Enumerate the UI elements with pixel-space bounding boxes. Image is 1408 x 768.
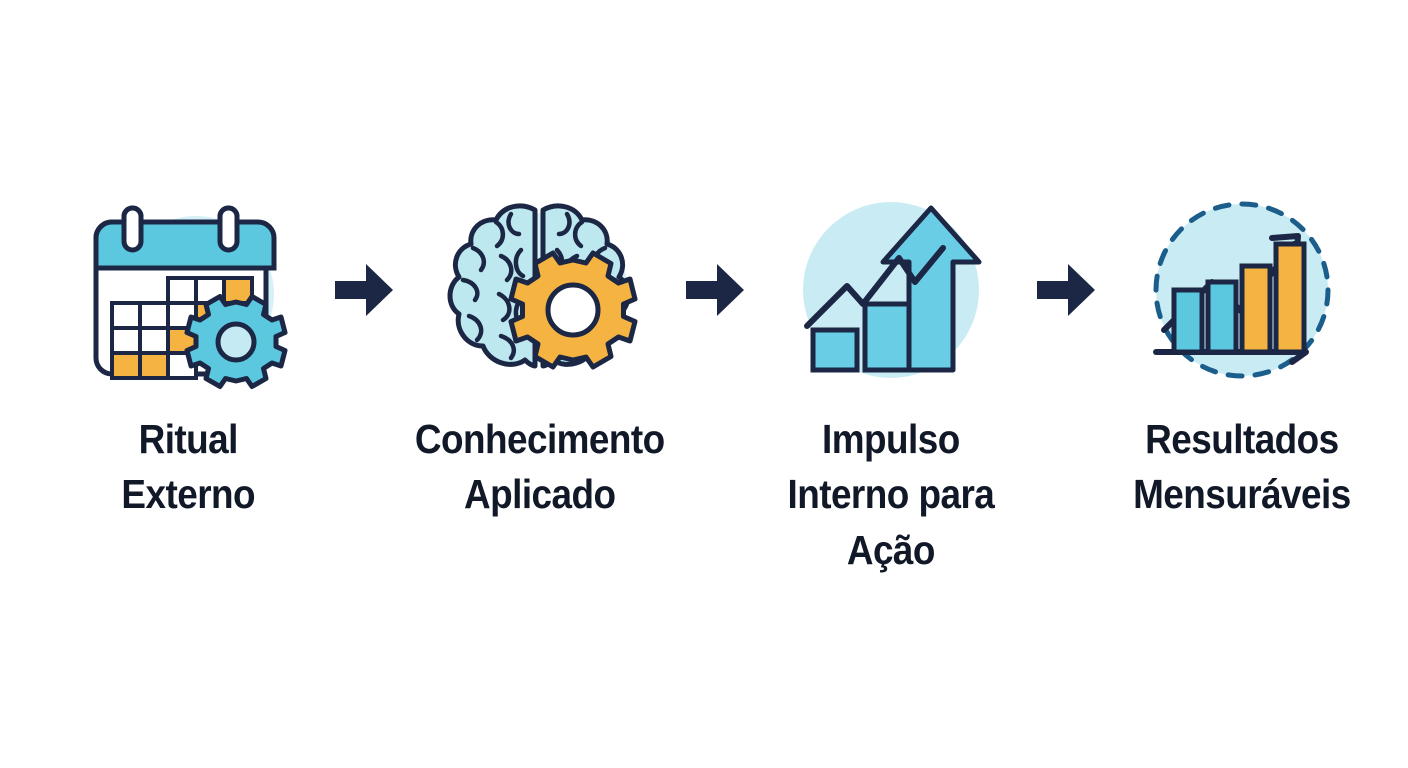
step-label-4: Resultados Mensuráveis xyxy=(1133,416,1351,518)
process-step-2[interactable]: Conhecimento Aplicado xyxy=(414,190,665,523)
arrow-step3-to-step4 xyxy=(1031,190,1101,390)
step-label-1: Ritual Externo xyxy=(121,416,255,518)
step-label-3: Impulso Interno para Ação xyxy=(787,416,994,573)
bar-chart-trend-icon xyxy=(1142,190,1342,390)
arrow-step1-to-step2 xyxy=(329,190,399,390)
process-step-4[interactable]: Resultados Mensuráveis xyxy=(1124,190,1360,523)
process-step-3[interactable]: Impulso Interno para Ação xyxy=(773,190,1009,578)
arrow-step2-to-step3 xyxy=(680,190,750,390)
brain-gear-icon xyxy=(439,190,639,390)
growth-arrow-icon xyxy=(791,190,991,390)
calendar-gear-icon xyxy=(88,190,288,390)
process-step-1[interactable]: Ritual Externo xyxy=(70,190,306,523)
step-label-2: Conhecimento Aplicado xyxy=(414,416,665,518)
